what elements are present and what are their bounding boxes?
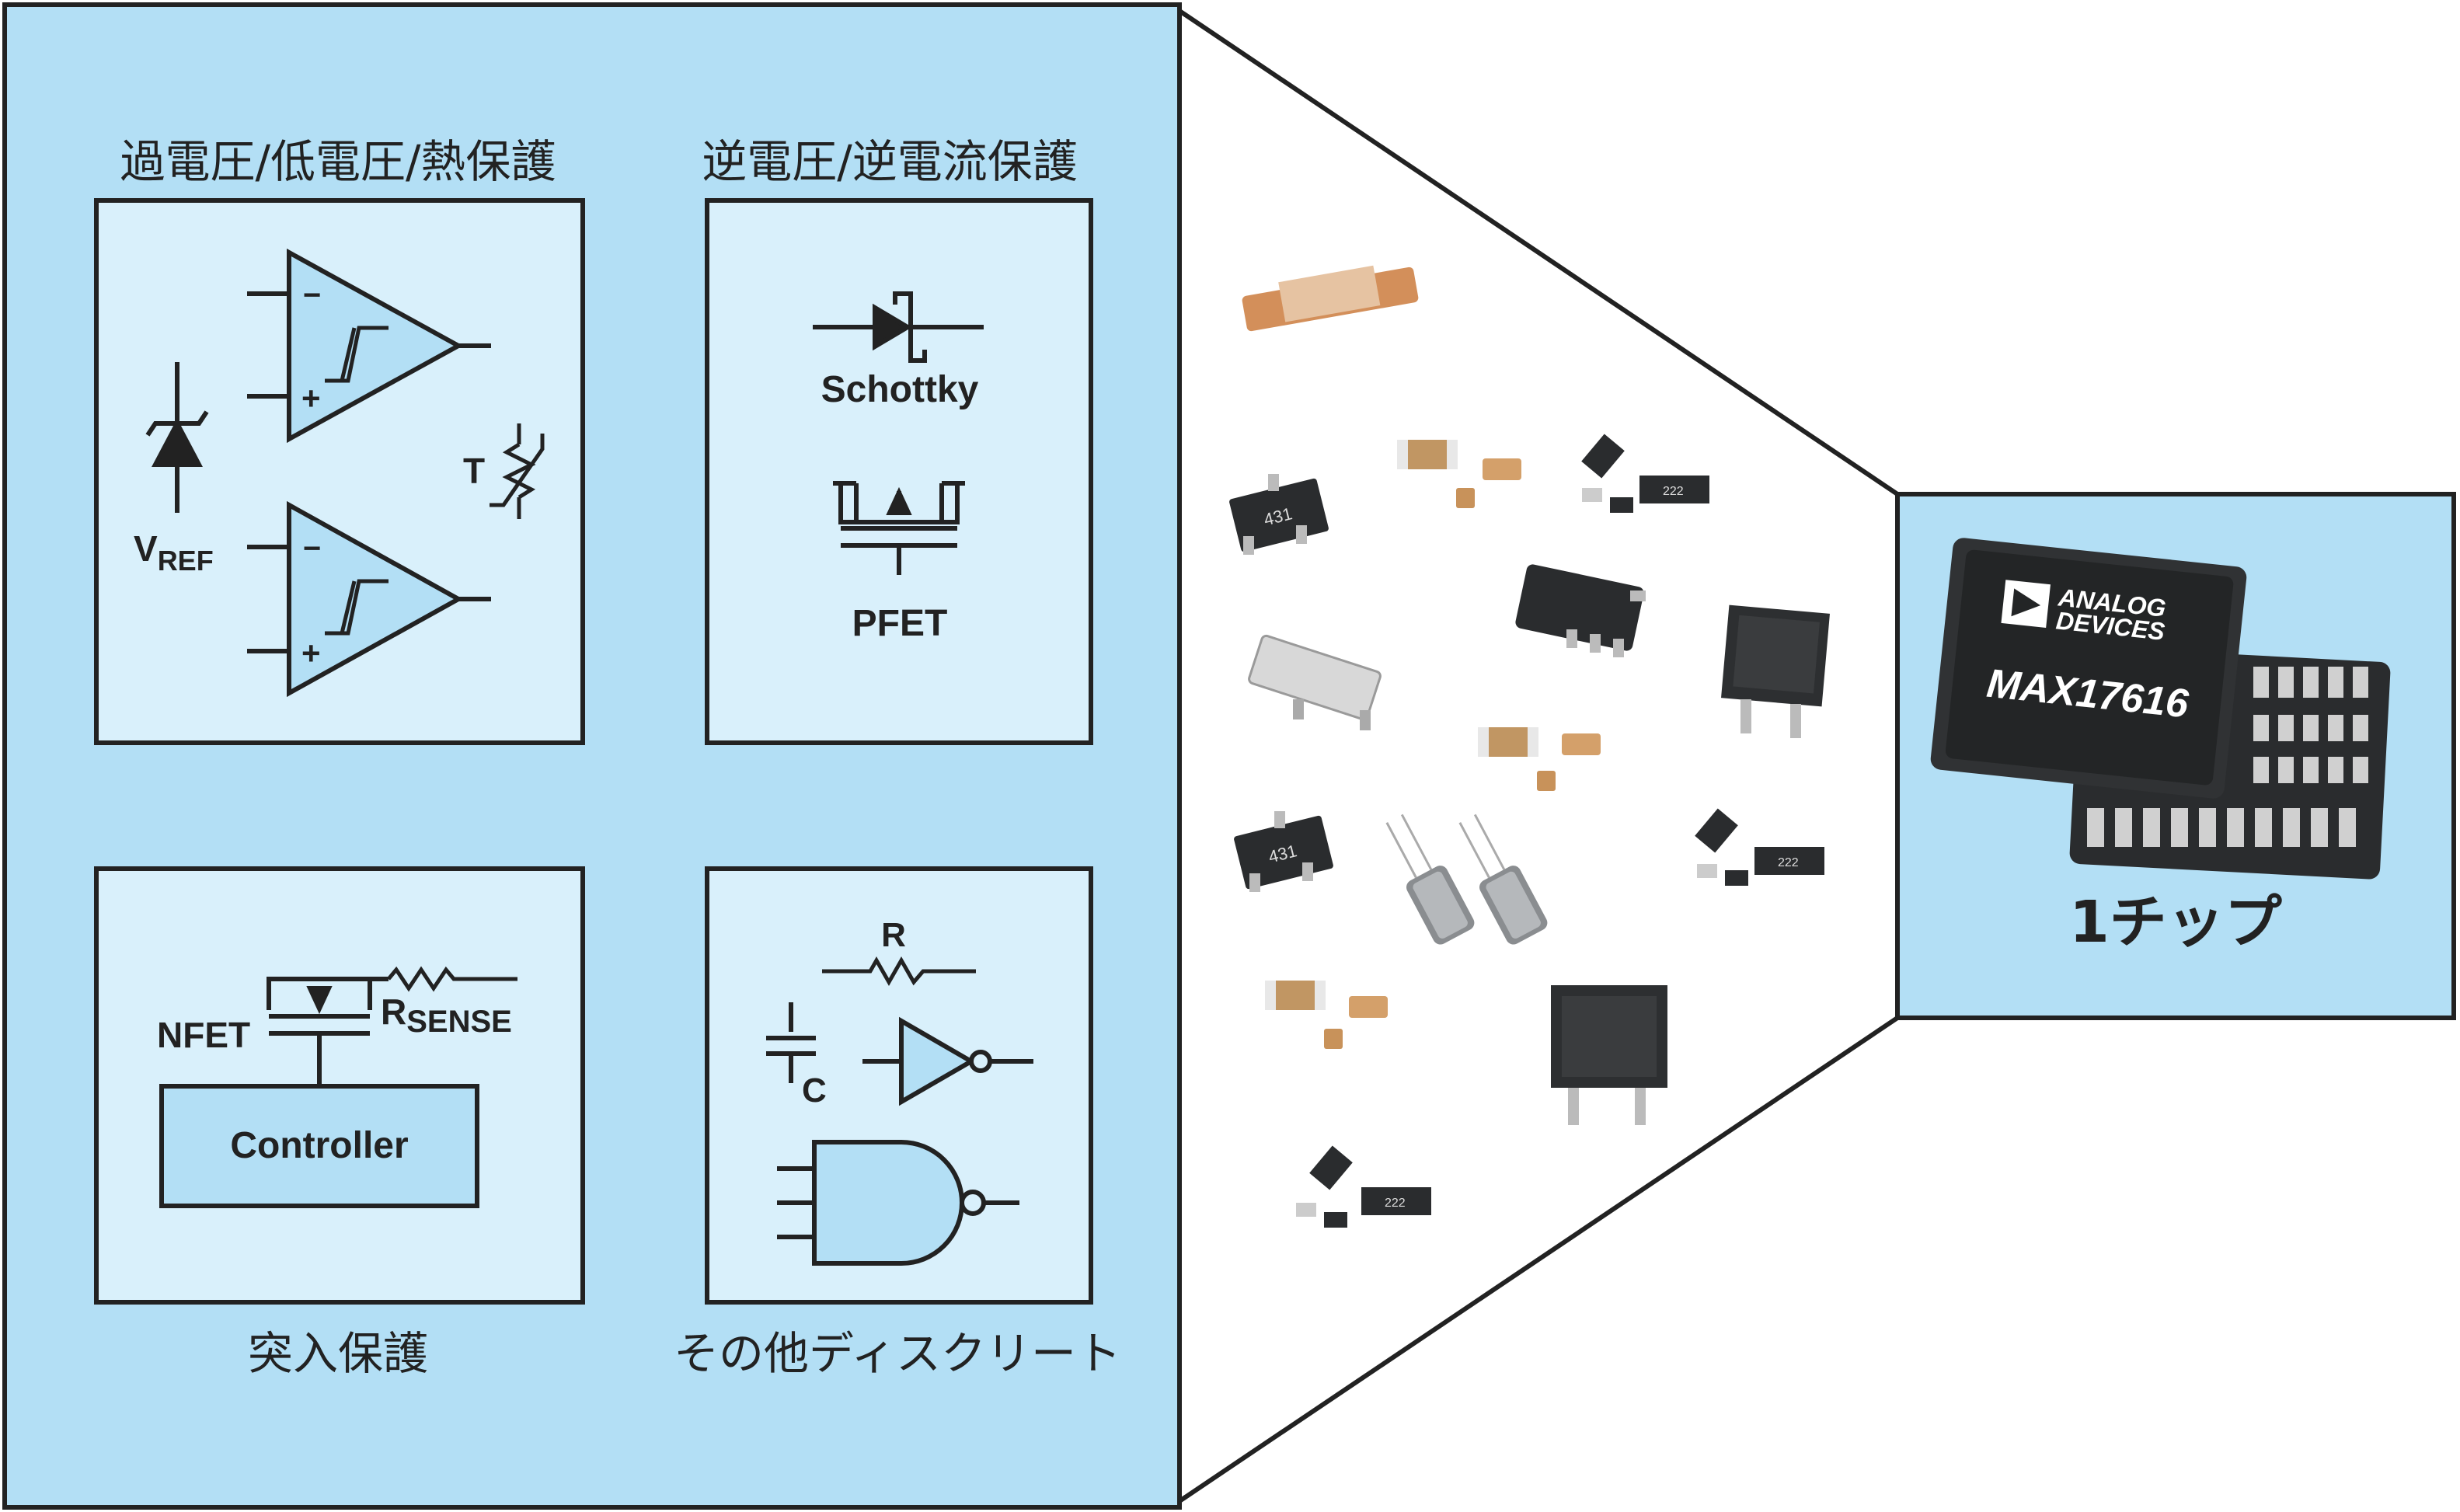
comparator-bottom-icon <box>247 500 491 698</box>
sense-resistor-icon <box>387 966 517 992</box>
inrush-protection-title: 突入保護 <box>248 1327 428 1380</box>
schottky-diode-icon <box>813 291 984 363</box>
comparator-top-minus: − <box>303 278 321 312</box>
rsense-label: RSENSE <box>381 991 512 1039</box>
chip-resistor-images: 222 222 222 <box>1296 434 1824 1228</box>
comparator-top-plus: + <box>301 380 321 416</box>
capacitor-icon <box>766 1002 816 1083</box>
voltage-protection-title: 過電圧/低電圧/熱保護 <box>120 135 556 188</box>
comparator-top-icon <box>247 248 491 444</box>
resistor-label: R <box>881 916 906 954</box>
d2pak-package-image <box>1551 985 1667 1125</box>
nand-gate-icon <box>777 1140 1019 1266</box>
single-chip-panel: ANALOG DEVICES MAX17616 1チップ <box>1895 492 2456 1020</box>
chip-resistor-marking: 222 <box>1385 1197 1406 1210</box>
thermistor-label: T <box>463 451 485 491</box>
discrete-components-cluster: 431 222 <box>1229 265 1830 1228</box>
funnel-top-line <box>1178 9 1899 496</box>
controller-box <box>159 1084 479 1208</box>
sot23-package-image: 431 <box>1234 811 1333 892</box>
reverse-protection-box: Schottky PFET <box>705 198 1093 745</box>
zener-diode-icon <box>145 362 209 513</box>
reverse-protection-title: 逆電圧/逆電流保護 <box>702 135 1078 188</box>
other-discrete-box: R C <box>705 866 1093 1305</box>
voltage-protection-box: VREF − + − + T <box>94 198 585 745</box>
other-discrete-title: その他ディスクリート <box>674 1327 1121 1380</box>
optocoupler-image <box>1248 634 1382 730</box>
comparator-bottom-minus: − <box>303 531 321 566</box>
inrush-protection-box: NFET RSENSE Controller <box>94 866 585 1305</box>
thermistor-icon <box>490 423 545 519</box>
chip-resistor-marking: 222 <box>1778 856 1799 869</box>
max17616-chip-image: ANALOG DEVICES MAX17616 <box>1930 538 2247 799</box>
shunt-resistor-image <box>1242 265 1419 332</box>
comparator-bottom-plus: + <box>301 635 321 671</box>
mlcc-capacitor-images <box>1265 440 1601 1049</box>
sot23-package-image: 431 <box>1229 474 1329 555</box>
sot23-6-package-image <box>1515 564 1646 657</box>
vref-label: VREF <box>134 528 214 577</box>
controller-label: Controller <box>230 1125 408 1166</box>
chip-resistor-marking: 222 <box>1663 485 1684 498</box>
resistor-icon <box>822 956 976 987</box>
capacitor-label: C <box>802 1071 827 1110</box>
nfet-icon <box>267 977 389 1086</box>
funnel-bottom-line <box>1178 1016 1899 1503</box>
d2pak-package-image <box>1721 604 1830 738</box>
pfet-label: PFET <box>852 603 948 644</box>
pfet-icon <box>833 481 965 575</box>
inverter-gate-icon <box>862 1016 1033 1106</box>
electrolytic-capacitor-images <box>1385 813 1548 945</box>
nfet-label: NFET <box>157 1015 250 1055</box>
schottky-label: Schottky <box>821 369 979 410</box>
single-chip-caption: 1チップ <box>2069 889 2282 956</box>
